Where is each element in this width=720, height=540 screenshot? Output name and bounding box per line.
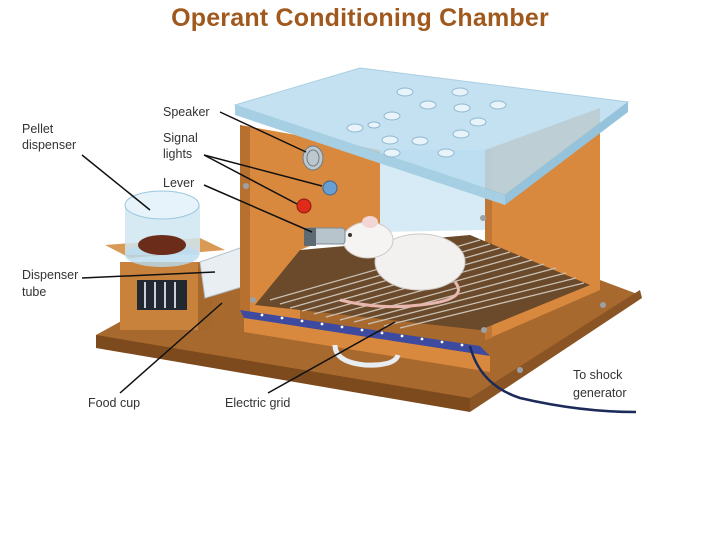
leader-lever	[203, 184, 313, 233]
label-shock-generator-2: generator	[573, 386, 627, 400]
label-food-cup: Food cup	[88, 396, 141, 410]
label-speaker: Speaker	[163, 105, 210, 119]
label-lever: Lever	[163, 176, 195, 190]
signal-light-blue	[322, 180, 338, 196]
label-shock-generator-1: To shock	[573, 368, 623, 382]
speaker-icon	[302, 145, 324, 171]
label-dispenser-tube-1: Dispenser	[22, 268, 79, 282]
signal-light-red	[296, 198, 312, 214]
leader-grid	[267, 321, 396, 394]
drawer-tray	[244, 318, 490, 372]
leader-signal-2	[203, 154, 298, 205]
shock-cable	[468, 345, 637, 414]
lid-holes	[346, 87, 507, 158]
base-platform-front	[96, 335, 470, 412]
label-signal-lights-2: lights	[163, 147, 193, 161]
label-electric-grid: Electric grid	[225, 396, 291, 410]
rat	[339, 216, 466, 309]
label-pellet-dispenser-1: Pellet	[22, 122, 54, 136]
rat-tail	[339, 281, 460, 309]
leader-speaker	[219, 111, 307, 153]
slide-title: Operant Conditioning Chamber	[171, 4, 549, 32]
leader-foodcup	[119, 302, 223, 394]
leader-pellet	[81, 154, 151, 211]
label-dispenser-tube-2: tube	[22, 285, 47, 299]
label-pellet-dispenser-2: dispenser	[22, 138, 77, 152]
label-signal-lights-1: Signal	[163, 131, 198, 145]
base-platform-side	[470, 290, 642, 412]
leader-tube	[81, 271, 216, 279]
pellet-pile	[138, 235, 186, 255]
leader-signal-1	[203, 154, 323, 187]
